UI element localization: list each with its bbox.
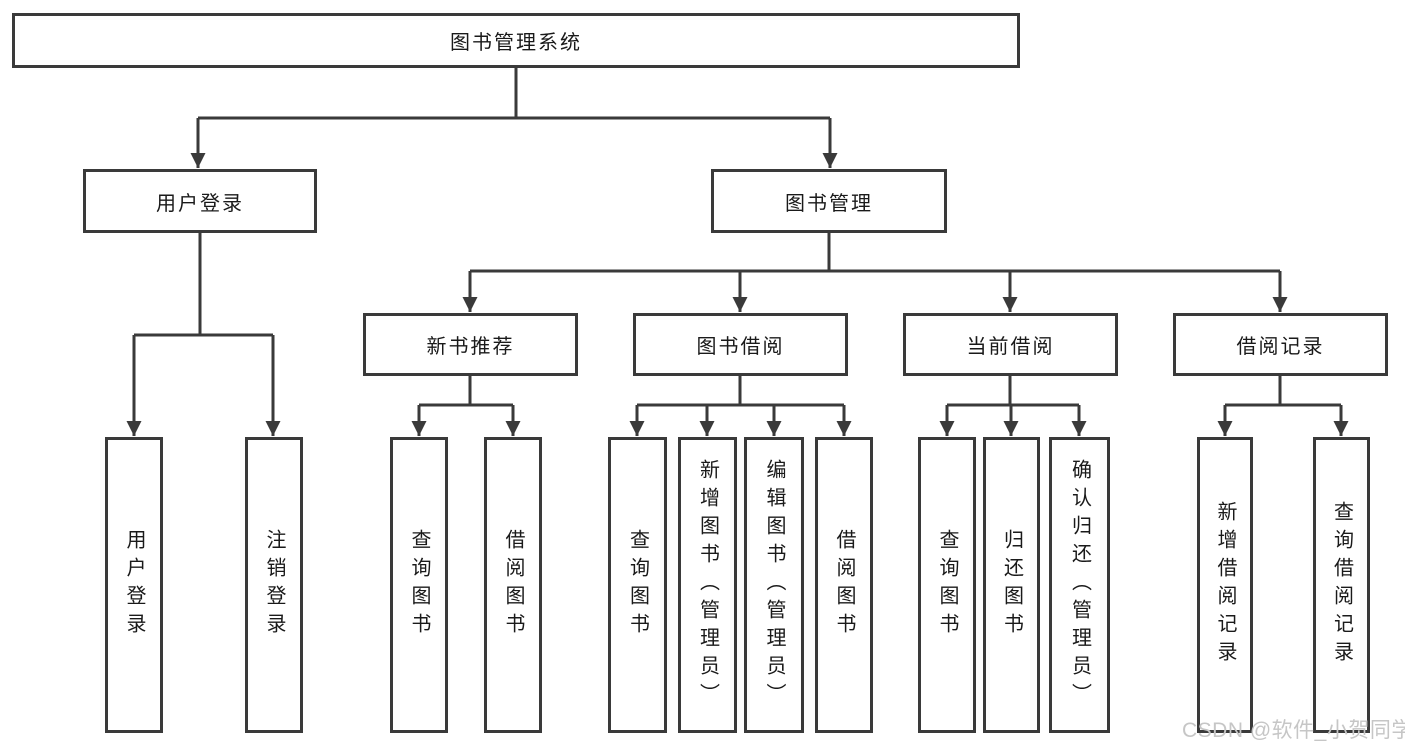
leaf-user-login-label: 用户登录 bbox=[123, 529, 145, 641]
leaf-rec-query-book-label: 查询图书 bbox=[408, 529, 430, 641]
node-book-borrow-label: 图书借阅 bbox=[696, 336, 785, 358]
leaf-cb-query-book-label: 查询图书 bbox=[936, 529, 958, 641]
leaf-cb-confirm-return: 确认归还（管理员） bbox=[1049, 437, 1110, 733]
leaf-rec-borrow-book: 借阅图书 bbox=[484, 437, 542, 733]
connector-rails bbox=[134, 68, 1341, 407]
leaf-br-query-record-label: 查询借阅记录 bbox=[1330, 501, 1353, 669]
leaf-br-add-record: 新增借阅记录 bbox=[1197, 437, 1253, 733]
csdn-watermark: CSDN @软件_小贺同学 bbox=[1182, 719, 1405, 742]
leaf-bb-query-book: 查询图书 bbox=[608, 437, 667, 733]
node-root: 图书管理系统 bbox=[12, 13, 1020, 68]
leaf-rec-borrow-book-label: 借阅图书 bbox=[502, 529, 524, 641]
leaf-br-query-record: 查询借阅记录 bbox=[1313, 437, 1370, 733]
node-user-login-label: 用户登录 bbox=[156, 192, 244, 215]
leaf-cb-return-book-label: 归还图书 bbox=[1000, 529, 1023, 641]
leaf-cb-return-book: 归还图书 bbox=[983, 437, 1040, 733]
leaf-cb-confirm-return-label: 确认归还（管理员） bbox=[1068, 459, 1091, 711]
node-root-label: 图书管理系统 bbox=[450, 32, 582, 54]
leaf-bb-borrow-book-label: 借阅图书 bbox=[833, 529, 855, 641]
node-current-borrow: 当前借阅 bbox=[903, 313, 1118, 376]
leaf-bb-add-book: 新增图书（管理员） bbox=[678, 437, 737, 733]
leaf-rec-query-book: 查询图书 bbox=[390, 437, 448, 733]
leaf-bb-borrow-book: 借阅图书 bbox=[815, 437, 873, 733]
leaf-logout-label: 注销登录 bbox=[263, 529, 285, 641]
leaf-bb-add-book-label: 新增图书（管理员） bbox=[696, 459, 719, 711]
node-book-mgmt-label: 图书管理 bbox=[785, 192, 873, 215]
node-borrow-records-label: 借阅记录 bbox=[1236, 336, 1325, 358]
node-book-mgmt: 图书管理 bbox=[711, 169, 947, 233]
leaf-br-add-record-label: 新增借阅记录 bbox=[1214, 501, 1236, 669]
leaf-bb-query-book-label: 查询图书 bbox=[626, 529, 649, 641]
node-user-login: 用户登录 bbox=[83, 169, 317, 233]
node-borrow-records: 借阅记录 bbox=[1173, 313, 1388, 376]
node-current-borrow-label: 当前借阅 bbox=[966, 336, 1055, 358]
node-new-book-rec: 新书推荐 bbox=[363, 313, 578, 376]
leaf-logout: 注销登录 bbox=[245, 437, 303, 733]
leaf-user-login: 用户登录 bbox=[105, 437, 163, 733]
leaf-cb-query-book: 查询图书 bbox=[918, 437, 976, 733]
leaf-bb-edit-book-label: 编辑图书（管理员） bbox=[763, 459, 785, 711]
node-book-borrow: 图书借阅 bbox=[633, 313, 848, 376]
node-new-book-rec-label: 新书推荐 bbox=[426, 336, 515, 358]
leaf-bb-edit-book: 编辑图书（管理员） bbox=[744, 437, 804, 733]
